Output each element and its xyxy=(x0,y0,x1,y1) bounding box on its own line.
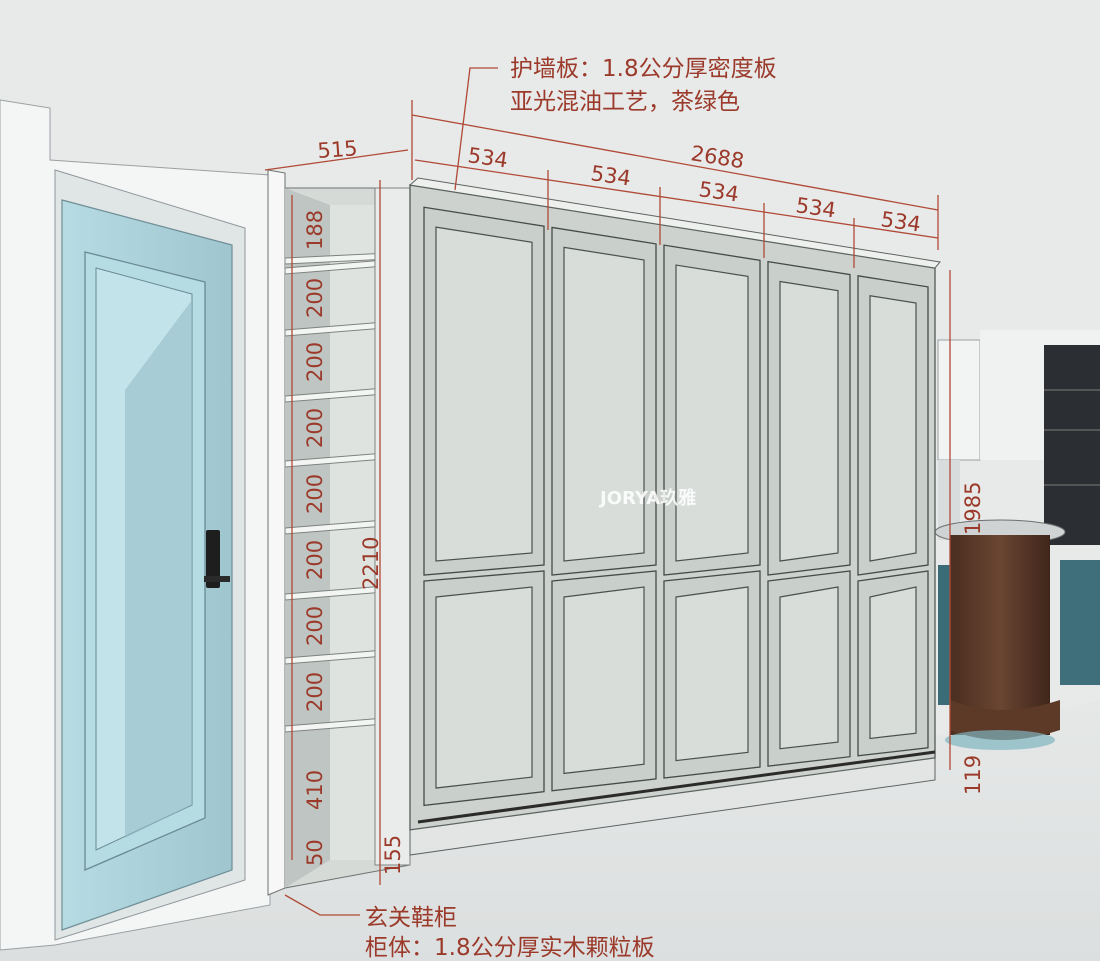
wall-panel-note-line1: 护墙板：1.8公分厚密度板 xyxy=(510,56,777,82)
wall-panel-note-line2: 亚光混油工艺，茶绿色 xyxy=(510,89,740,115)
dim-shelf-10: 50 xyxy=(303,839,327,866)
watermark: JORYA玖雅 xyxy=(598,487,696,509)
dim-shelf-4: 200 xyxy=(303,408,327,448)
cabinet-note-line2: 柜体：1.8公分厚实木颗粒板 xyxy=(365,935,655,961)
dim-side-depth: 515 xyxy=(317,136,359,163)
dim-door-5: 534 xyxy=(879,207,922,236)
dim-shelf-1: 188 xyxy=(303,210,327,250)
dim-shelf-5: 200 xyxy=(303,474,327,514)
door-panel-inset xyxy=(675,586,749,762)
door-lock-icon xyxy=(206,530,220,588)
dim-right-plinth: 119 xyxy=(961,755,985,795)
door-panel-inset xyxy=(779,280,839,562)
door-panel-inset xyxy=(435,586,533,789)
dim-shelf-3: 200 xyxy=(303,342,327,382)
dim-total-height: 2210 xyxy=(359,537,383,590)
wood-counter xyxy=(934,519,1066,750)
dim-door-2: 534 xyxy=(589,161,632,190)
dim-shelf-9: 410 xyxy=(303,770,327,810)
entry-door xyxy=(0,99,271,951)
dim-shelf-6: 200 xyxy=(303,540,327,580)
door-panel-inset xyxy=(869,295,917,562)
dim-shelf-7: 200 xyxy=(303,606,327,646)
dim-door-4: 534 xyxy=(794,193,837,222)
cabinet-note-line1: 玄关鞋柜 xyxy=(365,905,457,931)
dim-plinth: 155 xyxy=(381,835,405,875)
door-panel-inset xyxy=(675,264,749,562)
dim-shelf-2: 200 xyxy=(303,278,327,318)
open-shelf-unit xyxy=(267,169,411,896)
door-panel-inset xyxy=(563,586,645,775)
dim-door-1: 534 xyxy=(466,143,509,172)
dimension-labels: 515 2688 534 534 534 534 534 188 200 200… xyxy=(303,136,985,875)
door-panel-inset xyxy=(779,586,839,750)
door-panel-inset xyxy=(869,586,917,740)
door-panel-inset xyxy=(435,226,533,562)
dim-door-3: 534 xyxy=(697,177,740,206)
dim-right-height: 1985 xyxy=(961,482,985,535)
door-panel-inset xyxy=(563,246,645,562)
shoe-cabinet xyxy=(408,177,941,856)
dim-shelf-8: 200 xyxy=(303,672,327,712)
dimension-lines xyxy=(264,67,951,916)
